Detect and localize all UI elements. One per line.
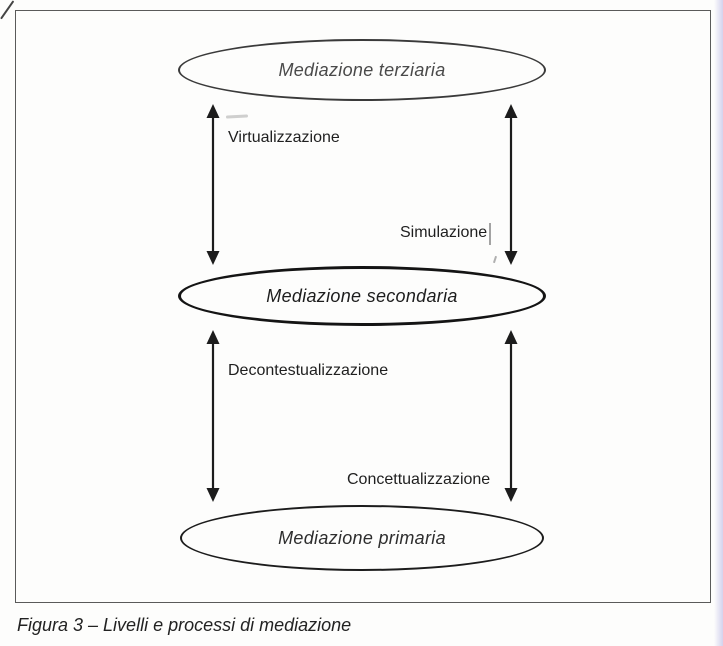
scan-edge-tint — [714, 0, 723, 646]
process-label-conceptualization: Concettualizzazione — [347, 471, 491, 488]
figure-caption: Figura 3 – Livelli e processi di mediazi… — [17, 615, 352, 635]
node-label: Mediazione primaria — [278, 527, 446, 548]
process-label-simulation: Simulazione — [400, 224, 488, 241]
figure-frame — [15, 10, 711, 603]
process-label-virtualization: Virtualizzazione — [228, 129, 340, 146]
node-mediazione-secondaria: Mediazione secondaria — [178, 266, 546, 326]
node-mediazione-primaria: Mediazione primaria — [180, 505, 544, 571]
node-mediazione-terziaria: Mediazione terziaria — [178, 39, 546, 101]
node-label: Mediazione secondaria — [266, 285, 458, 306]
scan-cursor-artifact — [489, 223, 491, 245]
scan-corner-artifact — [0, 0, 14, 20]
node-label: Mediazione terziaria — [278, 59, 446, 80]
process-label-decontextualization: Decontestualizzazione — [228, 362, 389, 379]
